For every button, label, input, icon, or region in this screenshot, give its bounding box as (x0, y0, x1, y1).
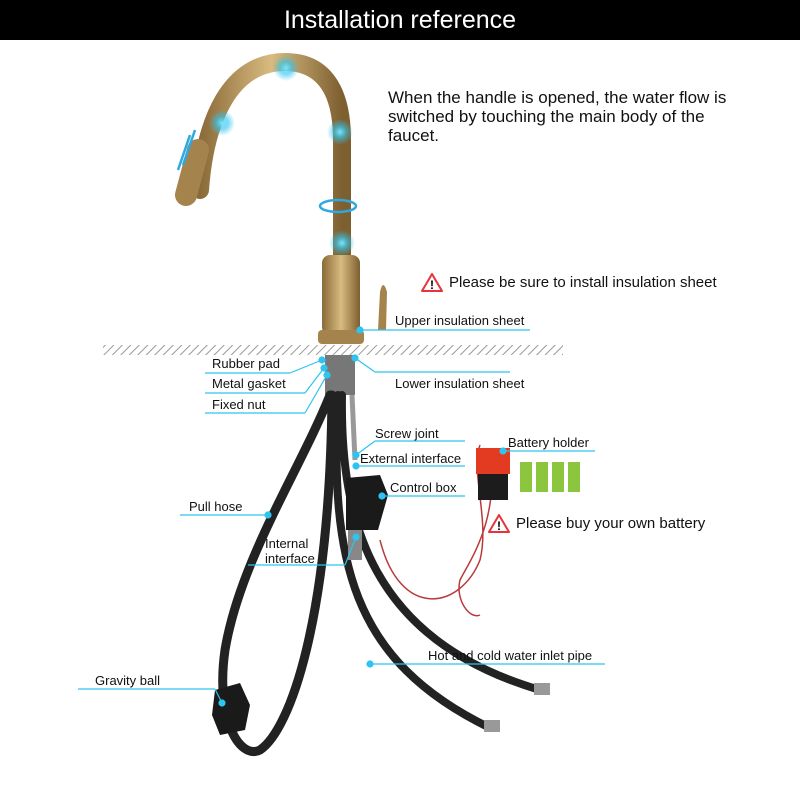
rotate-arrow-icon (318, 198, 358, 214)
warning-text: Please buy your own battery (516, 514, 706, 532)
svg-text:!: ! (430, 278, 434, 292)
inlet-pipe-hot (337, 391, 544, 694)
label-inlet-pipe: Hot and cold water inlet pipe (428, 648, 593, 663)
label-external-interface: External interface (360, 451, 462, 466)
countertop (103, 345, 563, 355)
warning-icon: ! (488, 514, 510, 533)
touch-point-icon (273, 55, 299, 81)
label-pull-hose: Pull hose (189, 499, 243, 514)
warning-text: Please be sure to install insulation she… (449, 273, 717, 291)
inlet-pipe-cold (332, 391, 494, 732)
page-title: Installation reference (0, 0, 800, 40)
label-lower-insulation-sheet: Lower insulation sheet (395, 376, 525, 391)
warning-insulation: ! Please be sure to install insulation s… (421, 272, 717, 292)
battery-wire (379, 444, 493, 617)
gravity-ball (212, 683, 250, 735)
pull-arrow-icon (176, 129, 197, 171)
label-upper-insulation-sheet: Upper insulation sheet (395, 313, 525, 328)
label-screw-joint: Screw joint (375, 426, 439, 441)
faucet-base (322, 255, 360, 335)
svg-text:!: ! (497, 519, 501, 533)
battery-icons (520, 462, 580, 492)
description-text: When the handle is opened, the water flo… (388, 88, 727, 145)
label-control-box: Control box (390, 480, 457, 495)
touch-point-icon (329, 230, 355, 256)
faucet-spout (191, 52, 351, 271)
label-internal-interface: Internal interface (265, 536, 315, 566)
label-fixed-nut: Fixed nut (212, 397, 266, 412)
control-box (346, 475, 388, 530)
pull-hose (218, 390, 337, 756)
label-rubber-pad: Rubber pad (212, 356, 280, 371)
label-gravity-ball: Gravity ball (95, 673, 161, 688)
label-battery-holder: Battery holder (508, 435, 589, 450)
faucet-handle (378, 285, 387, 330)
warning-battery: ! Please buy your own battery (488, 513, 705, 533)
label-metal-gasket: Metal gasket (212, 376, 286, 391)
touch-point-icon (209, 110, 235, 136)
touch-point-icon (327, 119, 353, 145)
warning-icon: ! (421, 273, 443, 292)
